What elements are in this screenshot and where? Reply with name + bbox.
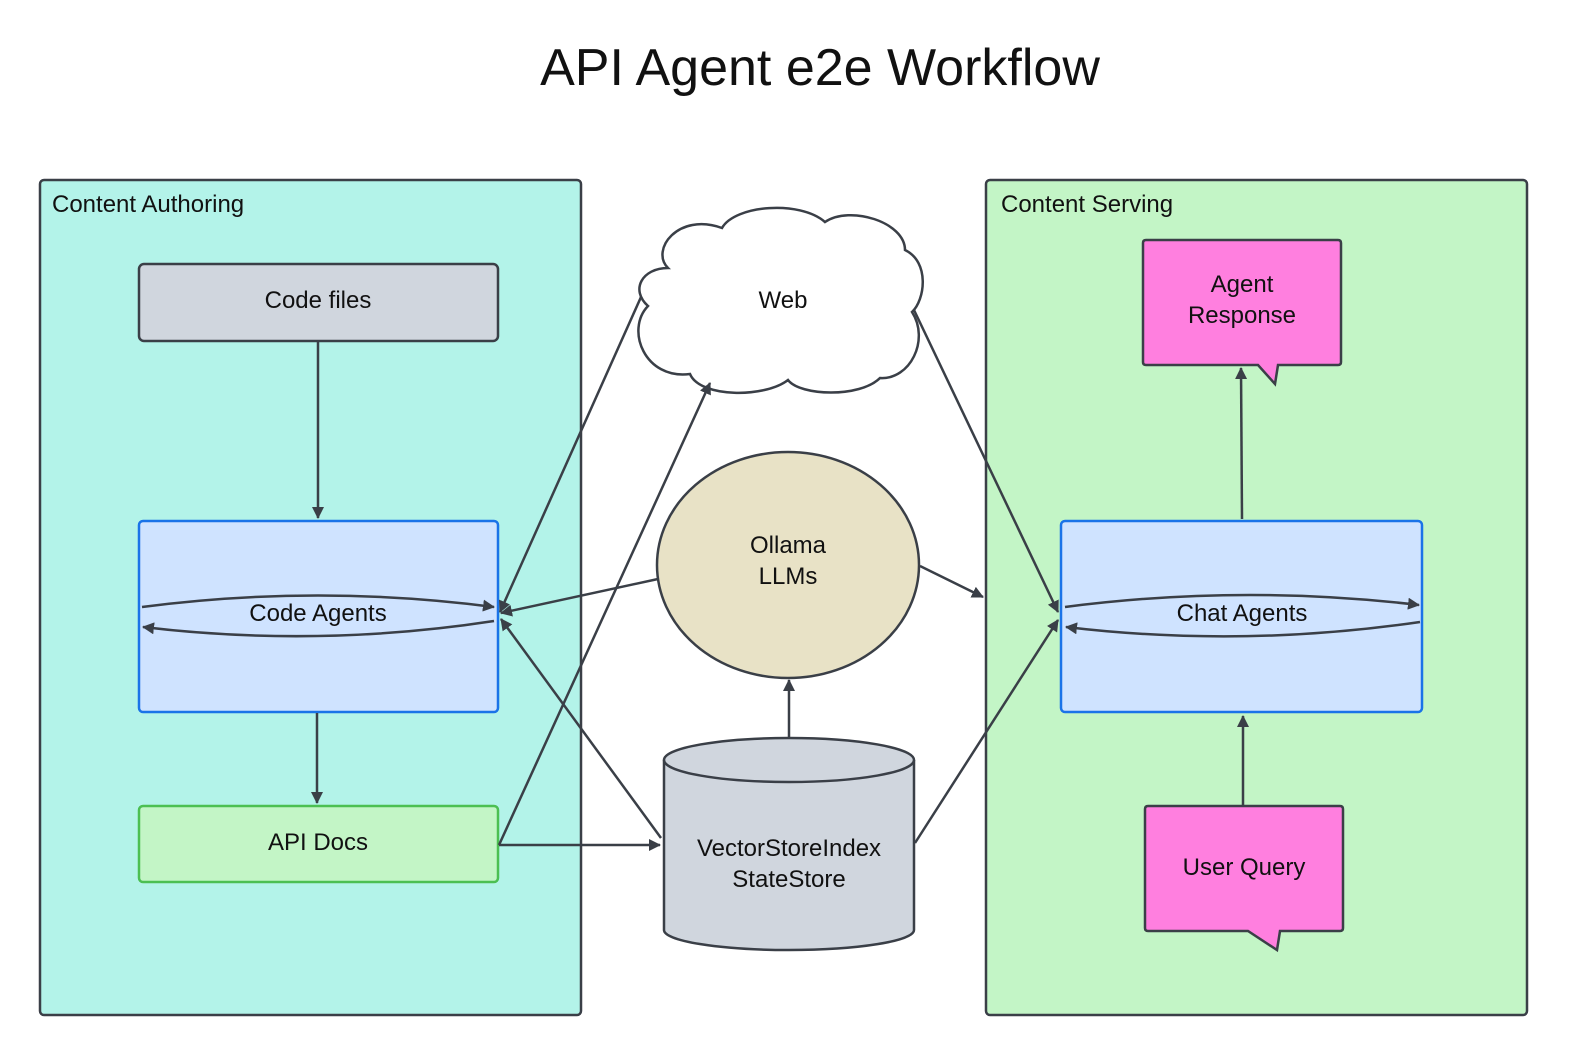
edge-web-to-chatagents xyxy=(912,309,1060,613)
user-query-node xyxy=(1143,804,1345,953)
chat-agents-loop-top xyxy=(1064,593,1420,610)
api-docs-node xyxy=(137,804,500,884)
vector-store-top xyxy=(662,736,916,784)
vector-store-node xyxy=(662,760,916,952)
agent-response-node xyxy=(1141,238,1343,387)
chat-agents-node xyxy=(1059,519,1424,714)
content-authoring-label: Content Authoring xyxy=(52,191,244,218)
content-serving-label: Content Serving xyxy=(1001,191,1173,218)
edge-store-to-chatagents xyxy=(913,619,1060,844)
agent-response-line1: Agent xyxy=(1211,271,1274,298)
web-cloud-node xyxy=(637,206,924,395)
code-files-node xyxy=(137,262,500,343)
agent-response-line2: Response xyxy=(1188,302,1296,329)
chat-agents-label: Chat Agents xyxy=(1177,600,1308,627)
store-label-line1: VectorStoreIndex xyxy=(697,835,881,862)
api-docs-label: API Docs xyxy=(268,829,368,856)
llm-label-line2: LLMs xyxy=(759,563,818,590)
code-agents-label: Code Agents xyxy=(249,600,386,627)
chat-agents-loop-bottom xyxy=(1065,620,1421,638)
code-files-label: Code files xyxy=(265,287,372,314)
edge-llm-to-codeagents xyxy=(500,577,659,617)
store-label-line2: StateStore xyxy=(732,866,845,893)
edge-store-to-codeagents xyxy=(499,618,663,839)
edge-llm-to-serving xyxy=(919,564,984,599)
ollama-llms-node xyxy=(655,450,921,680)
edge-apidocs-to-web xyxy=(497,382,712,846)
llm-label-line1: Ollama xyxy=(750,532,827,559)
code-agents-loop-bottom xyxy=(142,619,495,638)
edge-chatagents-to-response xyxy=(1235,367,1248,520)
edge-web-to-codeagents xyxy=(498,296,643,613)
diagram-title: API Agent e2e Workflow xyxy=(540,39,1100,97)
user-query-label: User Query xyxy=(1183,854,1306,881)
code-agents-node xyxy=(137,519,500,714)
code-agents-loop-top xyxy=(141,594,495,612)
web-label: Web xyxy=(759,287,808,314)
